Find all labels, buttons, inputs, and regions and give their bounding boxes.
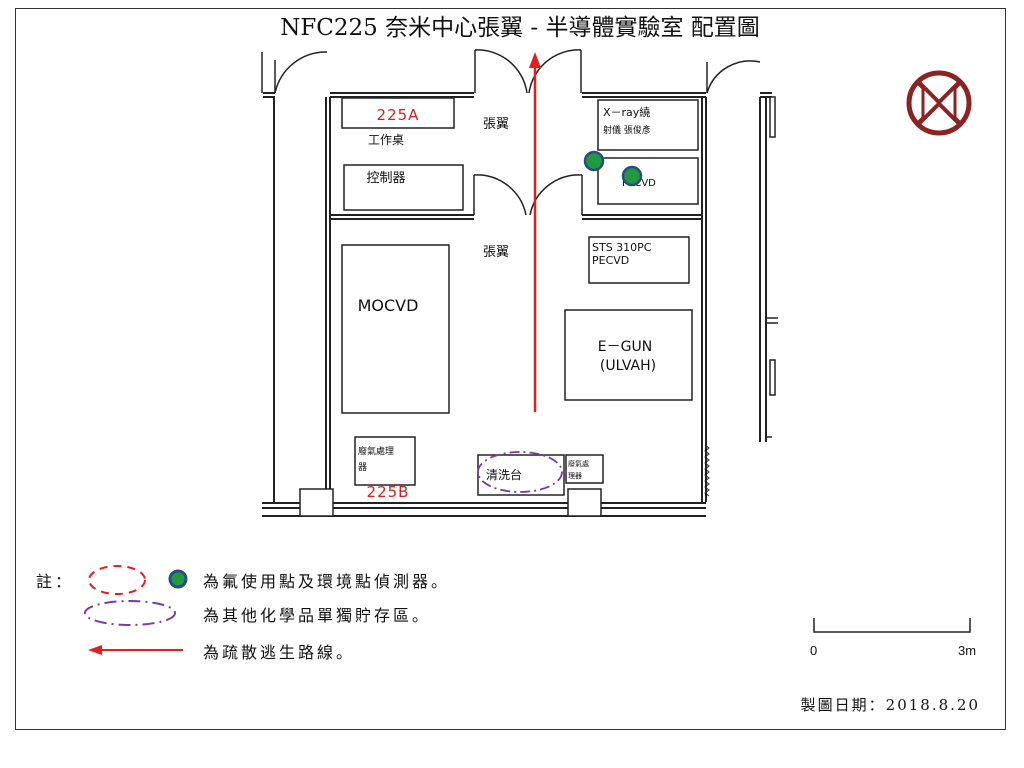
evacuation-route	[529, 52, 541, 412]
sts-label-line1: STS 310PC	[592, 241, 652, 254]
scale-bar	[813, 618, 971, 633]
outer-walls	[262, 92, 772, 517]
assembly-point-symbol	[906, 70, 972, 136]
room-225a-label: 225A	[377, 106, 420, 124]
waste-gas-small-label-line1: 廢氣處	[568, 459, 589, 468]
gas-point-legend-icon	[88, 565, 146, 595]
scale-start-label: 0	[810, 643, 817, 658]
xray-label-line2: 射儀 張俊彥	[603, 124, 651, 136]
area-label-lower: 張翼	[483, 245, 509, 260]
scale-end-label: 3m	[958, 643, 976, 658]
waste-gas-label-line2: 器	[358, 462, 367, 473]
sts-label-line2: PECVD	[592, 254, 629, 267]
controller-label: 控制器	[366, 171, 405, 186]
right-annex	[766, 317, 778, 438]
evacuation-legend-arrow	[88, 645, 183, 655]
map-frame	[15, 8, 1006, 730]
pecvd-small-label: PECVD	[622, 178, 656, 189]
area-label-upper: 張翼	[483, 117, 509, 132]
sink-label: 清洗台	[486, 467, 522, 482]
doors	[261, 49, 761, 216]
room-225b-label: 225B	[367, 483, 410, 501]
legend-evacuation-text: 為疏散逃生路線。	[203, 643, 355, 662]
legend-prefix: 註：	[36, 572, 74, 591]
xray-label-line1: X－ray繞	[603, 106, 650, 119]
waste-gas-small-label-line2: 理器	[568, 472, 582, 480]
drawing-date: 製圖日期：2018.8.20	[801, 696, 980, 714]
page-title: NFC225 奈米中心張翼 - 半導體實驗室 配置圖	[280, 15, 760, 41]
waste-gas-label-line1: 廢氣處理	[358, 445, 394, 457]
legend-storage-text: 為其他化學品單獨貯存區。	[203, 606, 431, 625]
mocvd-label: MOCVD	[358, 296, 419, 315]
storage-legend-icon	[84, 600, 176, 626]
egun-label-line2: (ULVAH)	[600, 358, 656, 374]
egun-label-line1: E－GUN	[598, 339, 652, 355]
detector-markers	[583, 150, 643, 187]
workbench-label: 工作桌	[368, 133, 404, 147]
spring-symbol	[704, 444, 710, 497]
legend-detector-text: 為氟使用點及環境點偵測器。	[203, 572, 450, 591]
equipment-outlines	[299, 96, 776, 517]
detector-legend-icon	[168, 569, 188, 589]
detector-marker	[621, 165, 643, 187]
detector-marker	[583, 150, 605, 172]
chemical-storage-zone	[477, 451, 563, 493]
